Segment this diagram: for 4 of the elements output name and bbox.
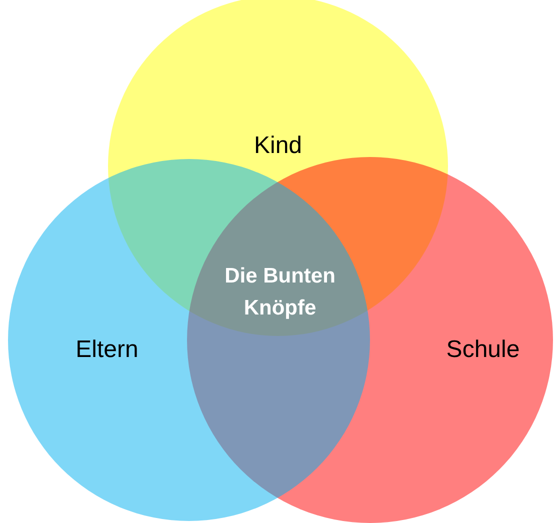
set-label: Schule	[446, 336, 520, 364]
set-label: Kind	[254, 132, 302, 160]
intersection-label: Die Bunten Knöpfe	[224, 264, 336, 321]
set-label: Eltern	[76, 336, 138, 364]
